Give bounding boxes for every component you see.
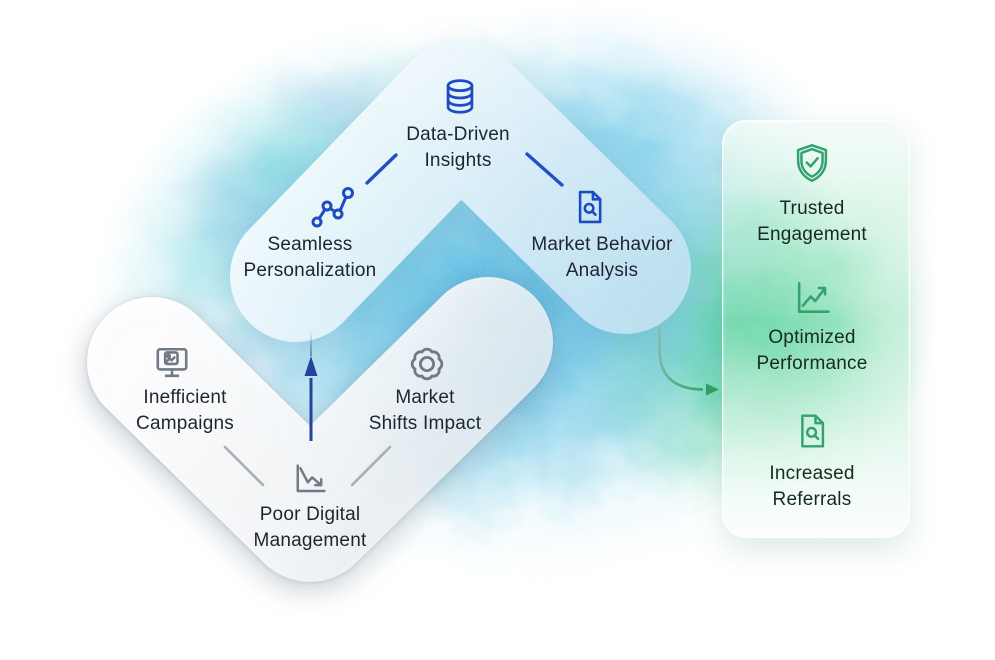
gear-icon [410,347,444,381]
flow-arrow-to-outcomes [658,327,719,396]
problem-bottom-label: Poor Digital Management [253,504,367,551]
connector-line [223,445,265,487]
insight-top-label: Data-Driven Insights [406,124,510,171]
connector-line [525,152,564,187]
document-search-icon [578,190,602,224]
outcome-item-label: Increased Referrals [769,463,855,510]
problem-left-label: Inefficient Campaigns [136,387,234,434]
outcome-item-label: Optimized Performance [756,327,868,374]
outcomes-panel [722,120,910,538]
declining-chart-icon [296,464,326,493]
database-icon [446,79,474,114]
monitor-ad-icon [156,347,188,378]
insight-left-label: Seamless Personalization [243,234,377,281]
connector-line [365,153,398,185]
insight-right-label: Market Behavior Analysis [531,234,673,281]
problem-right-label: Market Shifts Impact [368,387,482,434]
network-path-icon [311,187,354,228]
outcome-item-label: Trusted Engagement [757,198,867,245]
connector-line [350,445,392,487]
flow-arrow-up [304,330,318,441]
